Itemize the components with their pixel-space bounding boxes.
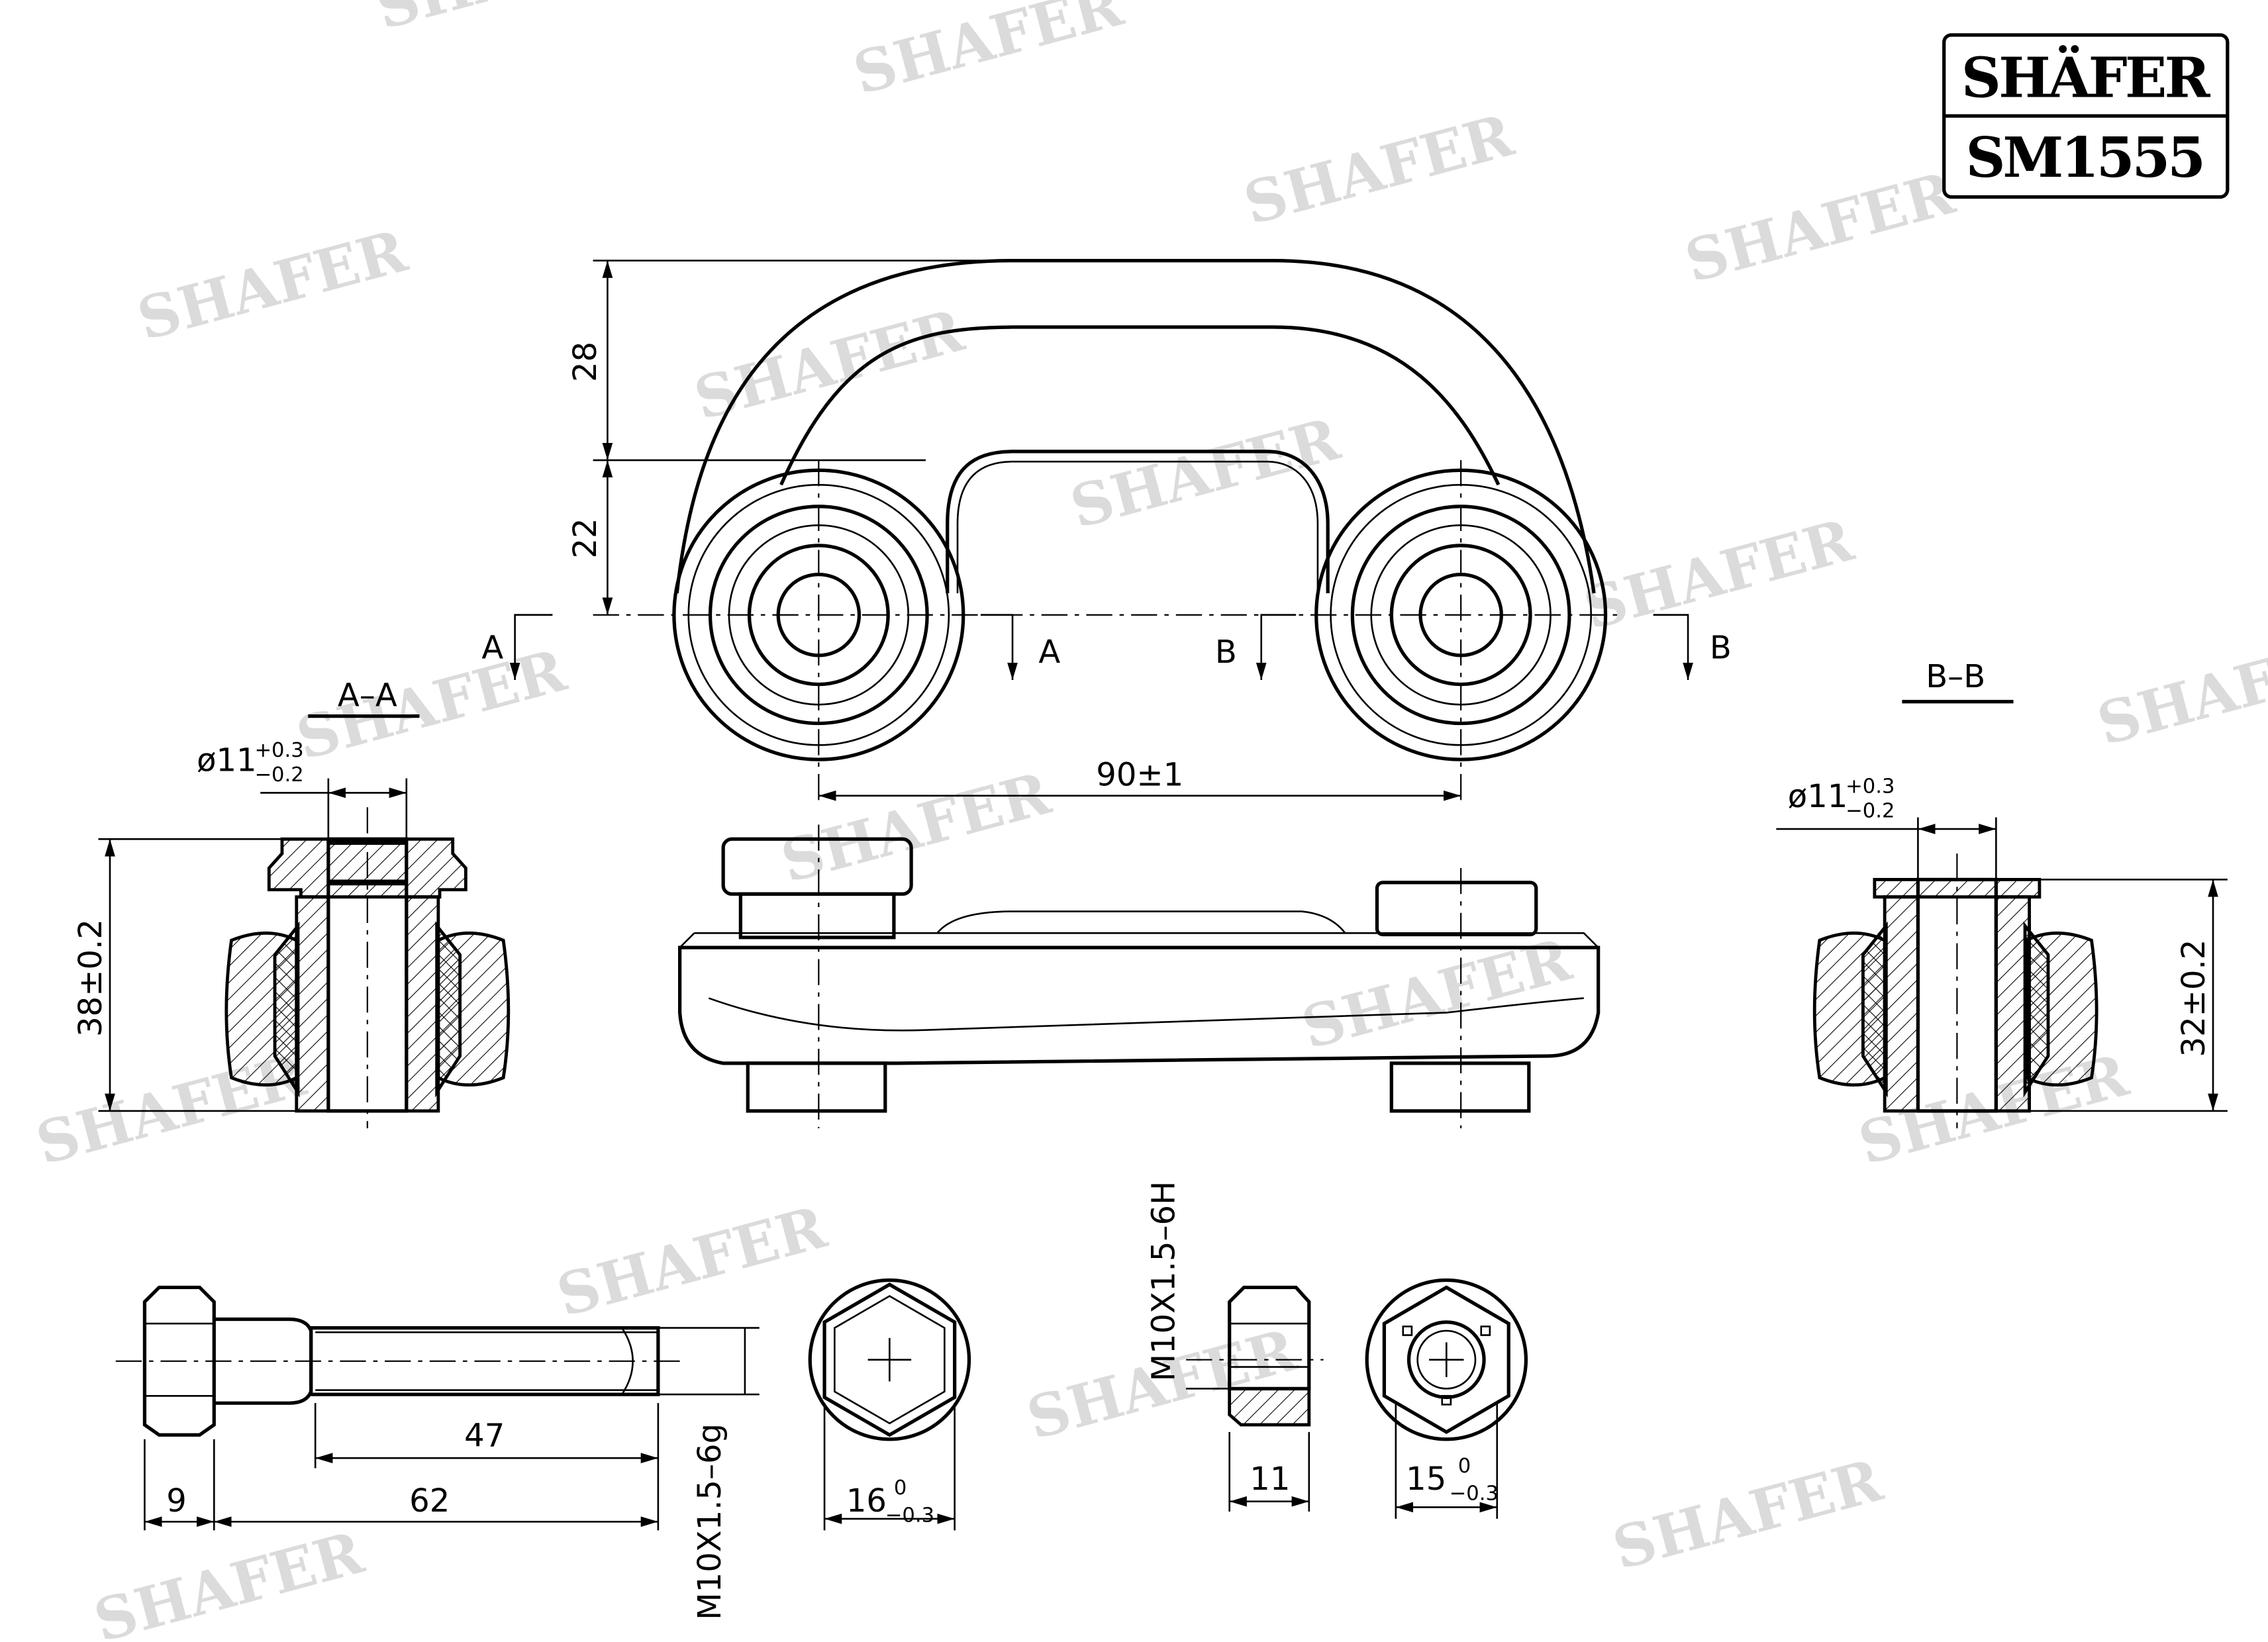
- bolt-hex-dim: 16: [846, 1482, 887, 1520]
- bolt-thread-dim: 47: [464, 1418, 505, 1455]
- bolt-head-dim: 9: [166, 1482, 187, 1520]
- svg-text:+0.3: +0.3: [254, 739, 303, 762]
- svg-text:B: B: [1215, 634, 1237, 671]
- svg-text:SHAFER: SHAFER: [846, 0, 1130, 108]
- nut-side-view: 11 M10X1.5–6H: [1146, 1181, 1324, 1512]
- aa-bore-dim: ø11: [197, 742, 257, 779]
- top-view: 28 22 90±1 A A B B: [481, 258, 1732, 803]
- bb-height-dim: 32±0.2: [2175, 940, 2212, 1057]
- svg-text:SHAFER: SHAFER: [1295, 925, 1579, 1062]
- bolt-spec: M10X1.5–6g: [691, 1424, 728, 1620]
- svg-text:SHAFER: SHAFER: [550, 1192, 834, 1329]
- part-number: SM1555: [1965, 125, 2206, 190]
- svg-text:SHAFER: SHAFER: [1606, 1446, 1889, 1583]
- dim-height-upper: 28: [567, 342, 604, 382]
- nut-face-view: 15 0 −0.3: [1365, 1278, 1528, 1519]
- svg-text:SHAFER: SHAFER: [130, 217, 414, 354]
- nut-spec: M10X1.5–6H: [1146, 1181, 1183, 1382]
- brand-name: SHÄFER: [1961, 46, 2211, 111]
- svg-text:A: A: [1038, 634, 1060, 671]
- svg-text:0: 0: [894, 1476, 907, 1500]
- svg-text:−0.3: −0.3: [885, 1504, 934, 1527]
- bb-bore-dim: ø11: [1788, 778, 1848, 815]
- svg-text:SHAFER: SHAFER: [370, 0, 653, 42]
- svg-text:−0.2: −0.2: [254, 763, 303, 787]
- section-aa: A–A ø11 +0.3 −0.2 38±0.2: [72, 677, 511, 1129]
- svg-text:0: 0: [1458, 1455, 1471, 1478]
- svg-text:SHAFER: SHAFER: [2091, 621, 2268, 758]
- bolt-side-view: 47 9 62 M10X1.5–6g: [115, 1285, 760, 1620]
- svg-text:B: B: [1710, 629, 1732, 666]
- section-marker-a: A A: [481, 614, 1060, 681]
- svg-text:SHAFER: SHAFER: [774, 759, 1058, 896]
- side-view: [678, 824, 1601, 1129]
- dim-height-lower: 22: [567, 518, 604, 558]
- svg-text:−0.3: −0.3: [1450, 1482, 1499, 1506]
- svg-text:+0.3: +0.3: [1846, 775, 1895, 798]
- section-bb: B–B ø11 +0.3 −0.2 32±0.2: [1776, 658, 2228, 1129]
- svg-text:SHAFER: SHAFER: [1678, 158, 1961, 295]
- svg-text:SHAFER: SHAFER: [687, 296, 971, 433]
- nut-hex-dim: 15: [1406, 1461, 1446, 1498]
- dim-center-distance: 90±1: [1096, 756, 1183, 793]
- section-marker-b: B B: [1215, 614, 1732, 681]
- bolt-length-dim: 62: [409, 1482, 450, 1520]
- brand-logo: SHÄFER SM1555: [1942, 33, 2230, 199]
- bolt-head-view: 16 0 −0.3: [808, 1278, 971, 1531]
- section-aa-title: A–A: [338, 677, 397, 714]
- svg-text:SHAFER: SHAFER: [289, 636, 573, 773]
- nut-height-dim: 11: [1250, 1461, 1290, 1498]
- svg-text:−0.2: −0.2: [1846, 800, 1895, 823]
- svg-text:SHAFER: SHAFER: [87, 1518, 371, 1642]
- svg-text:SHAFER: SHAFER: [1063, 405, 1347, 542]
- svg-text:SHAFER: SHAFER: [1577, 506, 1861, 643]
- aa-height-dim: 38±0.2: [72, 919, 109, 1037]
- svg-text:A: A: [481, 629, 503, 666]
- section-bb-title: B–B: [1926, 658, 1985, 695]
- svg-text:SHAFER: SHAFER: [1237, 101, 1520, 238]
